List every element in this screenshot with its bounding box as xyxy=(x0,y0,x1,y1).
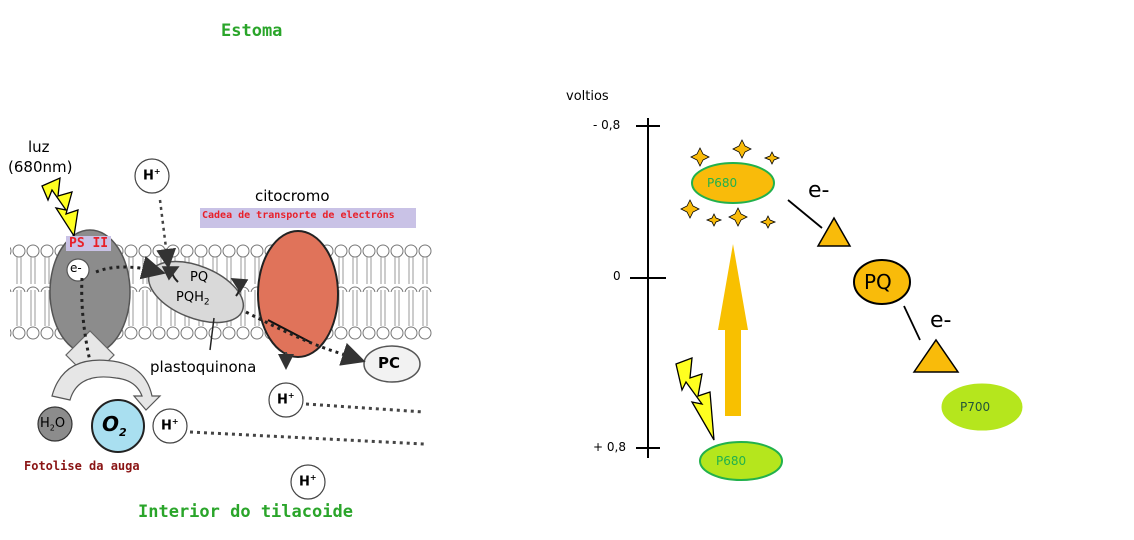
excitation-sparkles xyxy=(680,139,781,229)
electron-triangle-1 xyxy=(816,216,852,247)
ps2-label: PS II xyxy=(66,236,112,251)
oxygen-circle xyxy=(91,399,145,453)
tick-mid-label: 0 xyxy=(613,269,621,283)
p680-excited xyxy=(691,162,775,204)
electron-label: e- xyxy=(70,261,82,275)
photolysis-label: Fotolise da auga xyxy=(24,459,140,473)
lightning-icon xyxy=(41,176,79,238)
proton-label-mid: H+ xyxy=(277,391,295,408)
axis-title: voltios xyxy=(566,89,609,104)
wavelength-label: (680nm) xyxy=(8,158,73,176)
pqh2-label: PQH2 xyxy=(176,290,210,308)
water-circle xyxy=(37,406,73,442)
proton-circle-mid xyxy=(268,382,304,418)
electron-circle xyxy=(66,258,90,282)
p680-excited-label: P680 xyxy=(707,176,738,190)
p700-label: P700 xyxy=(960,400,991,414)
cytochrome-label: citocromo xyxy=(255,187,330,205)
electron-label-1: e- xyxy=(808,178,830,203)
water-label: H2O xyxy=(40,416,66,433)
pq-label: PQ xyxy=(190,270,209,285)
transport-chain-label: Cadea de transporte de electróns xyxy=(202,210,395,221)
lightning-icon-right xyxy=(675,357,715,441)
tick-top-label: - 0,8 xyxy=(593,118,621,132)
proton-circle-top xyxy=(134,158,170,194)
transport-chain-band xyxy=(200,208,416,228)
tick-bottom-label: + 0,8 xyxy=(593,440,626,454)
proton-label-o2: H+ xyxy=(161,417,179,434)
lumen-label: Interior do tilacoide xyxy=(138,502,353,522)
pq-right-label: PQ xyxy=(864,270,892,294)
electron-triangle-2 xyxy=(912,338,960,373)
pq-carrier xyxy=(853,259,911,305)
oxygen-label: O2 xyxy=(102,412,127,439)
light-label: luz xyxy=(28,138,50,156)
p680-ground-label: P680 xyxy=(716,454,747,468)
electron-path xyxy=(95,255,166,280)
electron-label-2: e- xyxy=(930,308,952,333)
voltage-axis xyxy=(630,118,666,458)
proton-circle-o2 xyxy=(152,408,188,444)
photolysis-arrow xyxy=(51,359,162,411)
p700 xyxy=(941,383,1023,431)
excitation-arrow xyxy=(718,244,748,416)
stroma-label: Estoma xyxy=(221,21,283,41)
proton-circle-bottom xyxy=(290,464,326,500)
plastoquinone-label: plastoquinona xyxy=(150,358,257,376)
proton-label-top: H+ xyxy=(143,167,161,184)
pc-label: PC xyxy=(378,354,401,372)
proton-label-bottom: H+ xyxy=(299,473,317,490)
p680-ground xyxy=(699,441,783,481)
